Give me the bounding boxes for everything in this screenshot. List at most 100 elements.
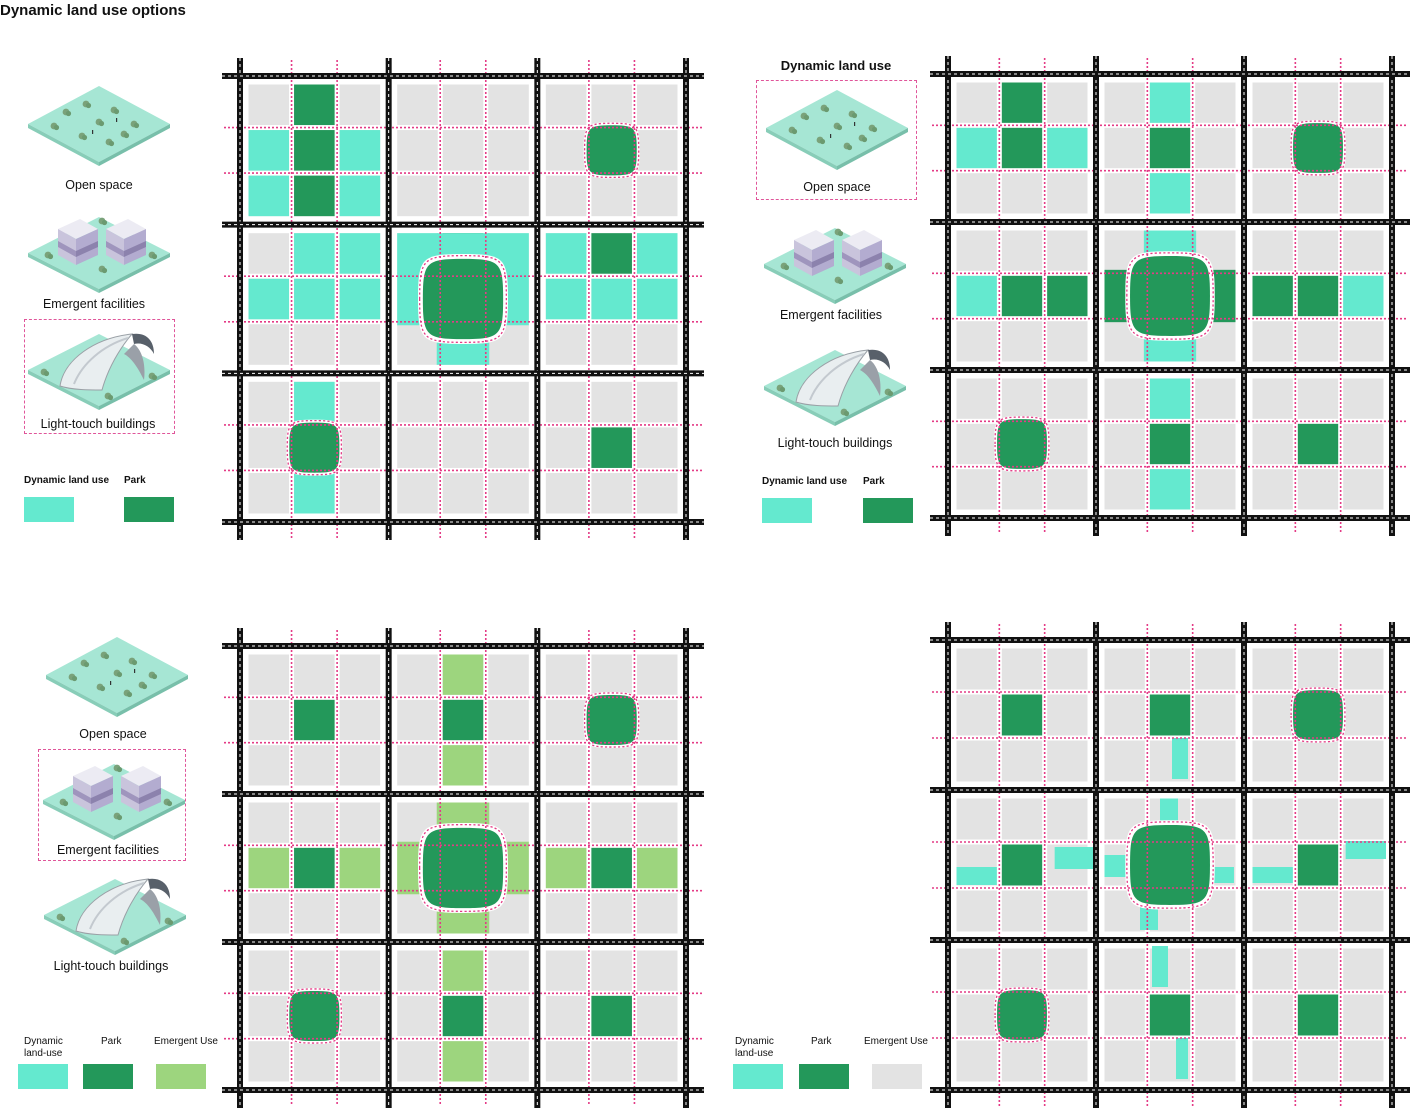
- caption-light-touch-buildings: Light-touch buildings: [40, 417, 156, 431]
- block-cell: [1252, 321, 1293, 362]
- block-cell: [1195, 378, 1236, 419]
- block-cell: [1047, 994, 1088, 1036]
- dynamic-cell: [294, 472, 335, 514]
- site-plan-2: [930, 56, 1410, 536]
- block-cell: [636, 130, 678, 171]
- block-cell: [1047, 648, 1088, 690]
- block-cell: [1297, 321, 1339, 362]
- light-touch-buildings-icon: [40, 869, 190, 955]
- caption-open-space: Open space: [803, 180, 871, 194]
- block-cell: [636, 324, 678, 365]
- block-cell: [1047, 230, 1088, 271]
- park-path-ring: [419, 255, 507, 343]
- block-cell: [488, 745, 529, 786]
- park-cell: [294, 84, 335, 126]
- block-cell: [248, 995, 290, 1037]
- block-cell: [488, 130, 529, 171]
- park-cell: [1047, 275, 1088, 317]
- park: [997, 419, 1047, 469]
- block-cell: [545, 654, 587, 695]
- emergent-cell: [442, 1041, 484, 1082]
- block-cell: [636, 995, 678, 1037]
- park-path-ring: [583, 692, 640, 748]
- light-touch-buildings-icon: [24, 324, 174, 410]
- block-cell: [1195, 82, 1236, 123]
- caption-emergent-facilities: Emergent facilities: [779, 308, 883, 322]
- park-cell: [1297, 275, 1339, 317]
- emergent-cell: [545, 847, 587, 889]
- block-cell: [294, 950, 335, 991]
- central-park: [1130, 256, 1210, 336]
- block-cell: [1343, 127, 1384, 169]
- block-cell: [1104, 127, 1145, 169]
- block-cell: [248, 324, 290, 365]
- legend-label-park: Park: [124, 475, 146, 486]
- block-cell: [1195, 469, 1236, 510]
- block-cell: [1047, 798, 1088, 840]
- block-cell: [294, 324, 335, 365]
- emergent-cell: [636, 847, 678, 889]
- highlight-box: [38, 749, 186, 861]
- block-cell: [1104, 994, 1145, 1036]
- block-cell: [488, 84, 529, 126]
- dynamic-cell: [636, 278, 678, 320]
- block-cell: [1195, 648, 1236, 690]
- park-cell: [591, 847, 632, 889]
- block-cell: [294, 1041, 335, 1082]
- block-cell: [1343, 82, 1384, 123]
- block-cell: [442, 130, 484, 171]
- dynamic-cell: [1343, 275, 1384, 317]
- block-cell: [1001, 378, 1043, 419]
- block-cell: [1343, 740, 1384, 782]
- park-cell: [1001, 127, 1043, 169]
- block-cell: [1297, 230, 1339, 271]
- block-cell: [442, 427, 484, 468]
- block-cell: [339, 950, 381, 991]
- legend-label-park: Park: [811, 1036, 832, 1047]
- block-cell: [1047, 890, 1088, 932]
- site-plan-4: [930, 622, 1410, 1108]
- park-path-ring: [286, 988, 343, 1044]
- block-cell: [248, 745, 290, 786]
- block-cell: [1047, 1040, 1088, 1082]
- block-cell: [1104, 740, 1145, 782]
- block-cell: [397, 699, 438, 741]
- caption-emergent-facilities: Emergent facilities: [56, 843, 160, 857]
- emergent-facilities-icon: [24, 207, 174, 293]
- block-cell: [956, 173, 997, 214]
- dynamic-cell: [1149, 378, 1191, 419]
- block-cell: [956, 378, 997, 419]
- block-cell: [1297, 378, 1339, 419]
- park-cell: [1149, 994, 1191, 1036]
- dynamic-cell: [636, 233, 678, 274]
- block-cell: [1001, 648, 1043, 690]
- block-cell: [636, 1041, 678, 1082]
- block-cell: [545, 175, 587, 217]
- dynamic-cell: [294, 233, 335, 274]
- block-cell: [1047, 948, 1088, 990]
- dynamic-strip: [1152, 946, 1168, 987]
- block-cell: [248, 699, 290, 741]
- block-cell: [591, 1041, 632, 1082]
- block-cell: [545, 130, 587, 171]
- dynamic-cell: [1149, 173, 1191, 214]
- page-title: Dynamic land use options: [0, 2, 186, 19]
- block-cell: [1343, 378, 1384, 419]
- caption-light-touch-buildings: Light-touch buildings: [777, 436, 893, 450]
- open-space-icon: [762, 86, 912, 172]
- block-cell: [956, 948, 997, 990]
- block-cell: [1343, 321, 1384, 362]
- block-cell: [1047, 321, 1088, 362]
- dynamic-strip: [956, 867, 997, 885]
- block-cell: [488, 950, 529, 991]
- block-cell: [1343, 798, 1384, 840]
- block-cell: [956, 469, 997, 510]
- block-cell: [1195, 740, 1236, 782]
- park-path-ring: [1126, 821, 1214, 909]
- block-cell: [956, 694, 997, 736]
- block-cell: [1252, 948, 1293, 990]
- dynamic-strip: [1209, 867, 1234, 883]
- block-cell: [1195, 127, 1236, 169]
- open-space-icon: [24, 82, 174, 168]
- park-cell: [1297, 844, 1339, 886]
